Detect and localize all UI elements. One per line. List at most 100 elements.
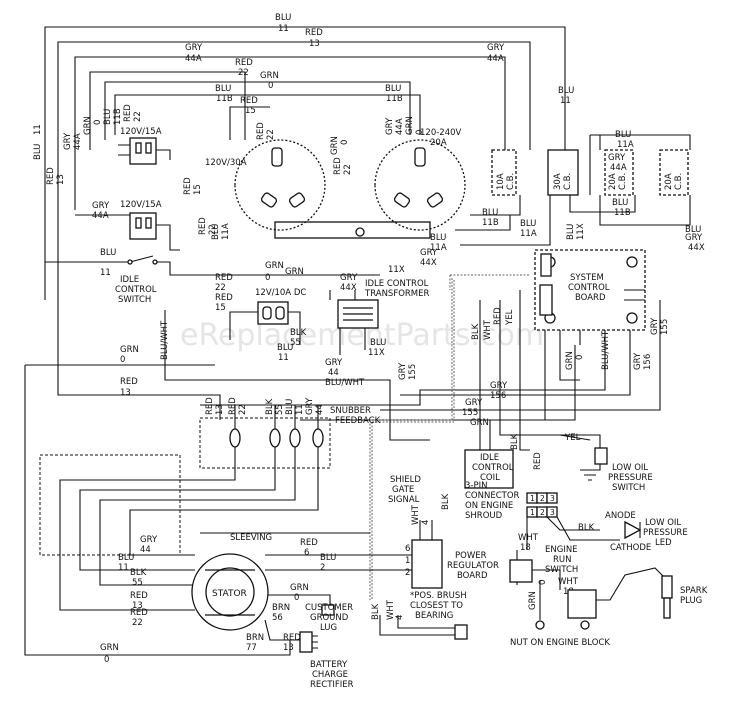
ground-lug-label-2: GROUND bbox=[310, 613, 349, 623]
plate-screw bbox=[355, 227, 365, 237]
breaker-20a-1-label: 20A bbox=[608, 173, 618, 190]
wire-label-gry-right: GRY bbox=[487, 43, 505, 53]
wire-label-44a-v: 44A bbox=[73, 133, 83, 150]
wire-label-22-ics: 22 bbox=[215, 283, 226, 293]
wire-label-55-s: 55 bbox=[132, 578, 143, 588]
wire-label-44a-r2: 44A bbox=[610, 163, 627, 173]
wire-label-grn-ics2: GRN bbox=[285, 267, 304, 277]
receptacle-plate bbox=[274, 221, 431, 239]
wire-label-blu-t: BLU bbox=[370, 338, 386, 348]
wire-label-blu-11b-r: BLU bbox=[385, 84, 401, 94]
wire-label-44-s: 44 bbox=[140, 545, 151, 555]
wire-label-13-fb: 13 bbox=[215, 404, 225, 415]
top-wire-bundle bbox=[44, 26, 566, 265]
idle-switch-label-1: IDLE bbox=[120, 275, 139, 285]
wire-label-wht-ers2: WHT bbox=[558, 577, 579, 587]
led-label-2: PRESSURE bbox=[643, 528, 688, 538]
coil-label-2: CONTROL bbox=[472, 463, 514, 473]
wire-label-gry-156-scb: GRY bbox=[633, 352, 643, 370]
wire-label-red-22-ics: RED bbox=[215, 273, 233, 283]
wire-label-44x-t: 44X bbox=[340, 283, 357, 293]
wire-label-11a-c: 11A bbox=[520, 229, 537, 239]
wire-label-gry-44a-m: GRY bbox=[385, 117, 395, 135]
wire-label-grn-h: GRN bbox=[470, 418, 489, 428]
wire-label-6-prb: 6 bbox=[405, 544, 410, 554]
wire-label-wht-brush: WHT bbox=[386, 599, 396, 620]
wire-label-red-15: RED bbox=[240, 96, 258, 106]
wire-label-11-fb: 11 bbox=[295, 404, 305, 415]
wire-label-77: 77 bbox=[246, 643, 257, 653]
receptacle-label-bottom: 120V/15A bbox=[120, 200, 162, 210]
brush-note-3: BEARING bbox=[415, 611, 453, 621]
wire-label-13-br: 13 bbox=[283, 643, 294, 653]
stator bbox=[191, 553, 269, 631]
receptacle-120v-15a-top bbox=[118, 137, 171, 165]
wire-label-55: 55 bbox=[290, 338, 301, 348]
ground-lug-label-1: CUSTOMER bbox=[305, 603, 353, 613]
wire-label-11-dc: 11 bbox=[278, 353, 289, 363]
wire-label-11x-t: 11X bbox=[368, 348, 385, 358]
wire-label-44-fb: 44 bbox=[315, 404, 325, 415]
wire-label-blk-55: BLK bbox=[290, 328, 307, 338]
wire-label-gry-44-t: GRY bbox=[340, 273, 358, 283]
wire-label-0-left: 0 bbox=[93, 120, 103, 125]
wire-label-gry-44a-b: GRY bbox=[92, 201, 110, 211]
wire-label-22-l: 22 bbox=[208, 224, 218, 235]
wire-label-22: 22 bbox=[238, 68, 249, 78]
receptacle-120-240v-label: 120-240V bbox=[420, 128, 462, 138]
idle-control-transformer bbox=[329, 290, 379, 355]
wire-label-gry-44-b: GRY bbox=[325, 358, 343, 368]
wire-label-grn-ics: GRN bbox=[265, 261, 284, 271]
wire-label-44a-right: 44A bbox=[487, 54, 504, 64]
transformer-label-1: IDLE CONTROL bbox=[365, 279, 429, 289]
wire-label-0: 0 bbox=[268, 81, 273, 91]
wire-label-blu-11-r: BLU bbox=[558, 86, 574, 96]
wire-label-44a-left: 44A bbox=[185, 54, 202, 64]
pin-2-top: 2 bbox=[540, 494, 545, 503]
engine-run-switch bbox=[509, 517, 561, 590]
wire-label-red-6: RED bbox=[300, 538, 318, 548]
ground-lug-label-3: LUG bbox=[320, 623, 337, 633]
connector-label-1: 3-PIN bbox=[465, 481, 487, 491]
wire-label-56: 56 bbox=[272, 613, 283, 623]
wire-label-blu-top: BLU bbox=[275, 13, 291, 23]
led-label-3: LED bbox=[655, 538, 672, 548]
idle-switch-label-2: CONTROL bbox=[115, 285, 157, 295]
stator-label: STATOR bbox=[212, 589, 247, 599]
wire-label-11b-v: 11B bbox=[113, 108, 123, 125]
wire-label-15-v: 15 bbox=[193, 184, 203, 195]
low-oil-pressure-led bbox=[546, 516, 642, 541]
wire-label-gry-44a: GRY bbox=[185, 43, 203, 53]
shield-label-3: SIGNAL bbox=[388, 495, 420, 505]
wire-label-11x: 11X bbox=[576, 223, 586, 240]
wire-label-0-ics: 0 bbox=[265, 273, 270, 283]
wire-label-blu-11-fb: BLU bbox=[285, 399, 295, 415]
wire-label-13-top: 13 bbox=[309, 39, 320, 49]
wire-label-blu-11b-v: BLU bbox=[103, 109, 113, 125]
receptacle-label-top: 120V/15A bbox=[120, 127, 162, 137]
battery-charge-rectifier bbox=[299, 631, 318, 653]
wire-label-blu-11x: BLU bbox=[566, 224, 576, 240]
wire-label-15: 15 bbox=[245, 106, 256, 116]
wire-label-blu-ics: BLU bbox=[100, 248, 116, 258]
wire-label-0-eb: 0 bbox=[538, 580, 548, 585]
wire-label-11-s: 11 bbox=[118, 563, 129, 573]
prb-label-1: POWER bbox=[455, 551, 487, 561]
wire-label-0-m: 0 bbox=[415, 130, 425, 135]
wire-label-blk-prb: BLK bbox=[441, 493, 451, 510]
three-pin-connector bbox=[526, 492, 558, 518]
breaker-10a bbox=[491, 149, 517, 196]
wire-label-44x-c: 44X bbox=[420, 258, 437, 268]
breaker-wiring bbox=[455, 134, 691, 246]
wire-label-brn-56: BRN bbox=[272, 603, 290, 613]
rectifier-label-1: BATTERY bbox=[310, 660, 348, 670]
led-label-1: LOW OIL bbox=[645, 518, 681, 528]
wire-label-15-ics: 15 bbox=[215, 303, 226, 313]
connector-label-2: CONNECTOR bbox=[465, 491, 520, 501]
wire-label-blu-11-s: BLU bbox=[118, 553, 134, 563]
breaker-10a-cb: C.B. bbox=[506, 173, 516, 190]
wire-label-grn-0-m: GRN bbox=[405, 116, 415, 135]
wire-label-gry-155-v: GRY bbox=[398, 362, 408, 380]
system-control-board bbox=[534, 249, 646, 345]
wire-label-11b: 11B bbox=[216, 94, 233, 104]
